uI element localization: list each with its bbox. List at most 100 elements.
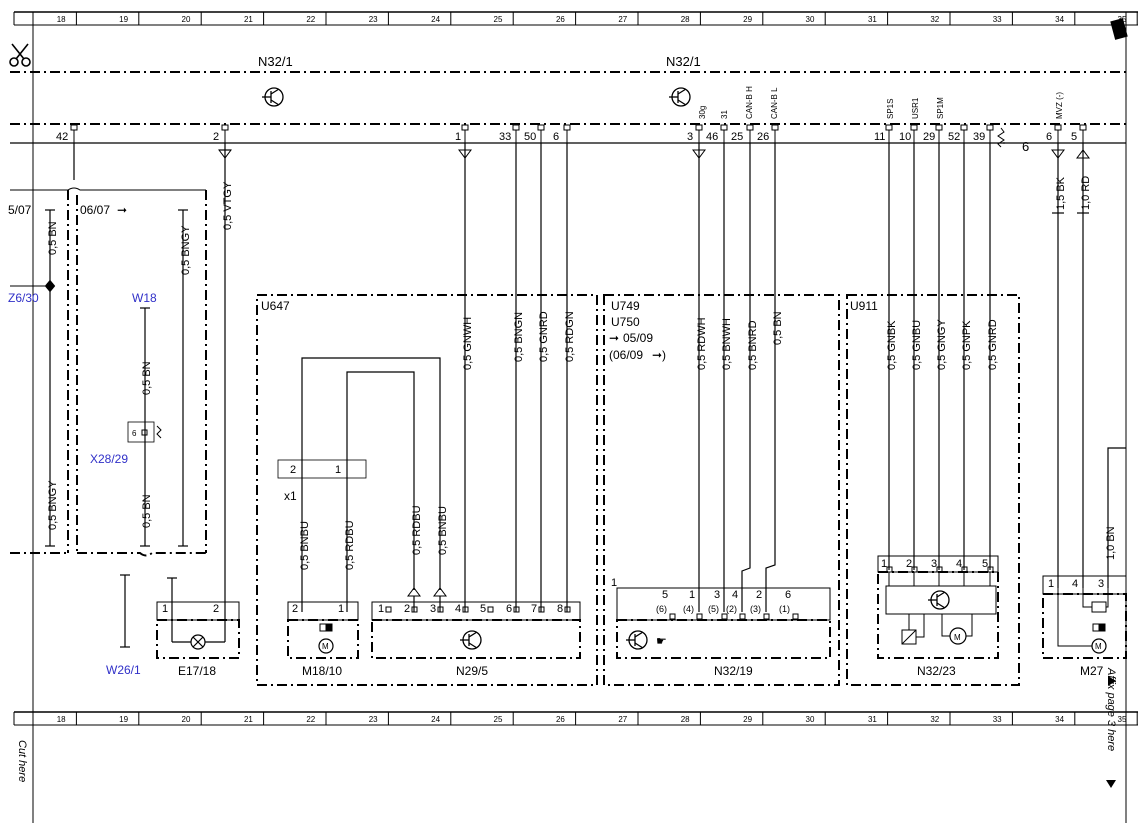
ruler-column-number: 22 — [306, 715, 315, 724]
ruler-column-number: 32 — [930, 15, 939, 24]
ruler-column-number: 25 — [494, 715, 503, 724]
pin-tag: CAN-B H — [745, 86, 754, 119]
pin-terminal — [763, 613, 770, 620]
wire-label: 0,5 BNWH — [721, 318, 733, 370]
pin-terminal — [721, 613, 728, 620]
pin-number: 25 — [731, 131, 743, 143]
component-m27 — [1042, 575, 1127, 659]
date-label: 05/09 — [623, 331, 653, 345]
wire — [301, 357, 441, 590]
wire-label: 0,5 RDGN — [564, 311, 576, 362]
pin-terminal — [986, 124, 994, 131]
pin-number: 1 — [611, 577, 617, 589]
pin-number: 1 — [881, 558, 887, 570]
wire-label: 1,0 RD — [1080, 176, 1092, 210]
ruler-column-number: 24 — [431, 15, 440, 24]
pin-number-sub: (6) — [656, 604, 667, 614]
cut-here-label: Cut here — [16, 740, 28, 782]
wire-label: 0,5 RDBU — [411, 505, 423, 555]
wire-label: 0,5 BN — [141, 494, 153, 528]
ruler-column-number: 29 — [743, 15, 752, 24]
frame-dashdot — [77, 552, 206, 557]
component-label-n29-5: N29/5 — [456, 664, 488, 678]
ruler-column-number: 21 — [244, 15, 253, 24]
connector-x28-29 — [127, 421, 155, 443]
pin-terminal — [771, 124, 779, 131]
transistor-icon — [669, 87, 691, 107]
pin-terminal — [746, 124, 754, 131]
ruler-column-number: 31 — [868, 715, 877, 724]
wire-label: 0,5 BNRD — [747, 320, 759, 370]
wire-label: 0,5 GNWH — [462, 317, 474, 370]
wire-label: 0,5 GNPK — [961, 320, 973, 370]
pin-terminal — [1079, 124, 1087, 131]
component-label-m27: M27 — [1080, 664, 1104, 678]
wire-label: 0,5 GNGY — [936, 319, 948, 370]
component-m18-10 — [287, 601, 359, 659]
pin-number: 1 — [335, 464, 341, 476]
pin-terminal — [696, 613, 703, 620]
bus-arc — [10, 187, 206, 191]
pin-terminal — [669, 613, 676, 620]
pin-number: 3 — [430, 603, 436, 615]
pin-number-sub: (2) — [726, 604, 737, 614]
ruler-column-number: 31 — [868, 15, 877, 24]
pin-number-sub: (4) — [683, 604, 694, 614]
date-label: (06/09 — [609, 348, 643, 362]
variant-box-u749 — [603, 294, 840, 686]
component-label-n32-23: N32/23 — [917, 664, 956, 678]
component-label-w26-1: W26/1 — [106, 663, 141, 677]
ruler-column-number: 18 — [57, 715, 66, 724]
arrow-right-icon: ➞) — [652, 348, 666, 362]
ruler-column-number: 27 — [618, 15, 627, 24]
variant-label-u911: U911 — [850, 299, 878, 313]
wire-label: 0,5 BNBU — [299, 521, 311, 570]
page-tag-icon — [1110, 18, 1128, 40]
ruler-column-number: 23 — [369, 715, 378, 724]
ground-arrow-icon — [692, 149, 706, 159]
pin-number: 52 — [948, 131, 960, 143]
arrow-right-icon: ➞ — [117, 203, 127, 217]
ruler-column-number: 22 — [306, 15, 315, 24]
pin-terminal — [487, 606, 494, 613]
pin-number: 26 — [757, 131, 769, 143]
pin-number: 2 — [213, 603, 219, 615]
ruler-column-number: 35 — [1118, 715, 1127, 724]
pin-terminal — [70, 124, 78, 131]
pin-number: 1 — [378, 603, 384, 615]
splice-icon — [44, 279, 56, 293]
component-n32-19 — [616, 587, 831, 659]
pin-number: 3 — [687, 131, 693, 143]
wire-label: 0,5 GNBU — [911, 320, 923, 370]
pin-number: 7 — [531, 603, 537, 615]
resistor-icon — [156, 425, 162, 439]
wire-label: 0,5 BN — [772, 311, 784, 345]
unit-title-left: N32/1 — [258, 54, 293, 69]
pin-terminal — [437, 606, 444, 613]
pin-number: 5 — [982, 558, 988, 570]
ruler-column-number: 28 — [681, 715, 690, 724]
date-label: 06/07 — [80, 203, 110, 217]
pin-number: 2 — [404, 603, 410, 615]
pin-terminal — [141, 429, 148, 436]
ruler-column-number: 26 — [556, 715, 565, 724]
pin-terminal — [720, 124, 728, 131]
pin-number: 4 — [956, 558, 962, 570]
wire-label: 0,5 BN — [141, 361, 153, 395]
variant-label-u750: U750 — [611, 315, 640, 329]
pin-terminal — [563, 124, 571, 131]
pin-terminal — [537, 124, 545, 131]
signal-arrow-icon — [1076, 149, 1090, 159]
pin-tag: USR1 — [911, 97, 920, 119]
wire-label: 0,5 RDWH — [696, 317, 708, 370]
ruler-column-number: 33 — [993, 715, 1002, 724]
ruler-column-number: 24 — [431, 715, 440, 724]
ruler-column-number: 28 — [681, 15, 690, 24]
variant-box-u647 — [256, 294, 598, 686]
pin-number: 1 — [338, 603, 344, 615]
ruler-column-number: 23 — [369, 15, 378, 24]
pin-number: 2 — [756, 589, 762, 601]
